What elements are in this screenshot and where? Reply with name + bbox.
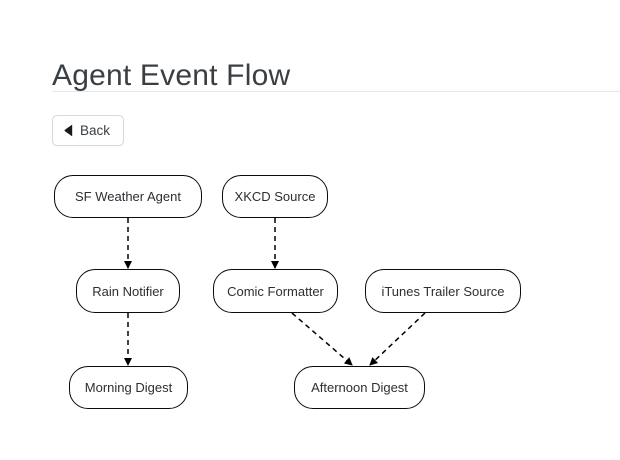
flow-node-label: Comic Formatter	[227, 283, 324, 299]
flow-node-comic-formatter[interactable]: Comic Formatter	[213, 269, 338, 313]
flow-node-afternoon-digest[interactable]: Afternoon Digest	[294, 366, 425, 409]
flow-node-sf-weather-agent[interactable]: SF Weather Agent	[54, 175, 202, 218]
chevron-left-icon	[64, 124, 73, 137]
title-divider	[52, 91, 620, 92]
flow-node-label: Morning Digest	[84, 380, 173, 395]
flow-node-morning-digest[interactable]: Morning Digest	[69, 366, 188, 409]
flow-node-xkcd-source[interactable]: XKCD Source	[222, 175, 328, 218]
flow-node-label: iTunes Trailer Source	[381, 283, 505, 299]
flow-edge	[369, 312, 426, 366]
flow-node-label: SF Weather Agent	[75, 189, 181, 204]
flow-node-label: Afternoon Digest	[311, 380, 408, 395]
page-title: Agent Event Flow	[52, 59, 291, 93]
flow-node-label: XKCD Source	[234, 189, 316, 204]
flow-edge	[291, 312, 353, 366]
back-button[interactable]: Back	[52, 115, 125, 146]
flow-node-rain-notifier[interactable]: Rain Notifier	[76, 269, 180, 313]
flow-node-itunes-trailer-source[interactable]: iTunes Trailer Source	[365, 269, 521, 313]
flow-node-label: Rain Notifier	[92, 283, 164, 299]
back-button-label: Back	[80, 122, 111, 138]
